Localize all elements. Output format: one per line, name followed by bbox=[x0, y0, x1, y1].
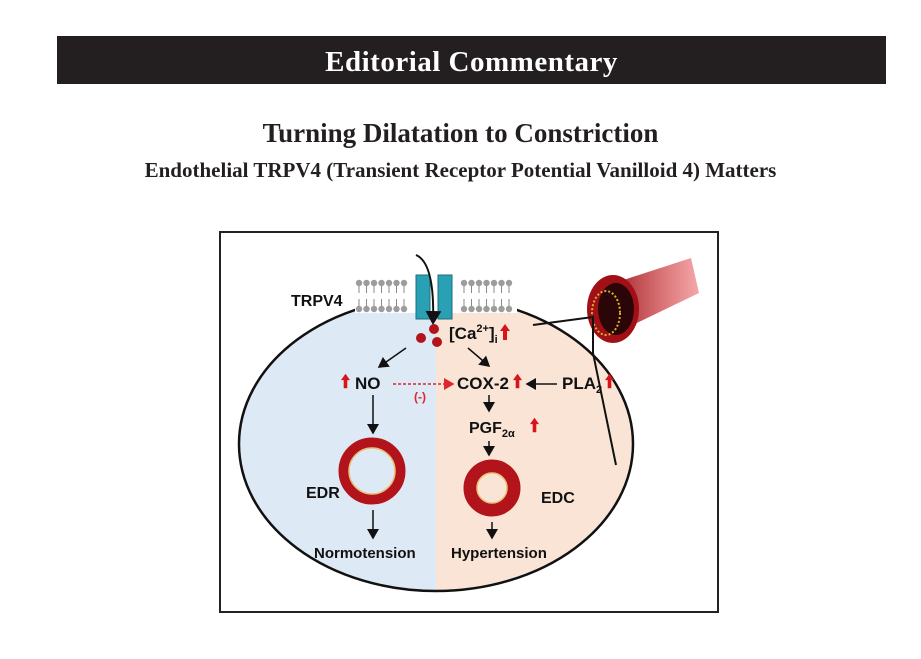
hypertension-label: Hypertension bbox=[451, 545, 547, 562]
lipid-head bbox=[505, 305, 513, 313]
calcium-ion bbox=[429, 324, 439, 334]
lipid-head bbox=[460, 305, 468, 313]
lipid-head bbox=[363, 305, 370, 313]
lipid-head bbox=[385, 305, 393, 313]
inset-connector bbox=[532, 315, 617, 466]
calcium-influx-arrow bbox=[415, 254, 442, 325]
pgf2a-label: PGF2α bbox=[469, 420, 515, 440]
lipid-head bbox=[400, 305, 408, 313]
trpv4-channel-right bbox=[437, 274, 453, 320]
lipid-head bbox=[378, 305, 385, 313]
arrow-to-cox2 bbox=[467, 347, 491, 367]
normotension-label: Normotension bbox=[314, 545, 416, 562]
calcium-label: [Ca2+]i bbox=[449, 323, 498, 346]
lipid-head bbox=[400, 279, 408, 287]
no-label: NO bbox=[355, 374, 381, 393]
calcium-ion bbox=[416, 333, 426, 343]
lipid-head bbox=[505, 279, 513, 287]
cox2-label: COX-2 bbox=[457, 374, 509, 393]
lipid-heads bbox=[355, 279, 513, 313]
lipid-head bbox=[468, 279, 475, 287]
lipid-head bbox=[363, 279, 370, 287]
lipid-head bbox=[490, 305, 498, 313]
lipid-head bbox=[475, 279, 483, 287]
trpv4-channel-left bbox=[415, 274, 431, 320]
lipid-head bbox=[468, 305, 475, 313]
lipid-head bbox=[483, 305, 490, 313]
inhibition-label: (-) bbox=[414, 390, 426, 404]
article-title: Turning Dilatation to Constriction bbox=[262, 118, 659, 148]
lipid-head bbox=[393, 279, 400, 287]
lipid-head bbox=[498, 279, 505, 287]
lipid-head bbox=[483, 279, 490, 287]
blood-vessel-image bbox=[587, 258, 699, 343]
diagram-svg: /* placeholder */ TRPV4 [Ca2+]i NO (-) C… bbox=[237, 254, 699, 593]
constricted-vessel-icon bbox=[463, 459, 521, 517]
lipid-head bbox=[460, 279, 468, 287]
arrow-to-no bbox=[377, 347, 407, 368]
mechanism-figure: /* placeholder */ TRPV4 [Ca2+]i NO (-) C… bbox=[219, 231, 719, 613]
section-banner: Editorial Commentary bbox=[57, 36, 886, 84]
lipid-head bbox=[370, 279, 378, 287]
dilated-vessel-icon bbox=[338, 437, 406, 505]
lipid-head bbox=[475, 305, 483, 313]
lipid-head bbox=[355, 279, 363, 287]
lipid-head bbox=[498, 305, 505, 313]
lipid-head bbox=[490, 279, 498, 287]
calcium-ion bbox=[432, 337, 442, 347]
lipid-head bbox=[370, 305, 378, 313]
lipid-head bbox=[378, 279, 385, 287]
trpv4-label: TRPV4 bbox=[291, 293, 343, 310]
edr-label: EDR bbox=[306, 485, 340, 502]
pla2-label: PLA2 bbox=[562, 374, 602, 396]
edc-label: EDC bbox=[541, 490, 575, 507]
lipid-head bbox=[385, 279, 393, 287]
article-subtitle: Endothelial TRPV4 (Transient Receptor Po… bbox=[144, 158, 777, 182]
lipid-head bbox=[393, 305, 400, 313]
lipid-head bbox=[355, 305, 363, 313]
